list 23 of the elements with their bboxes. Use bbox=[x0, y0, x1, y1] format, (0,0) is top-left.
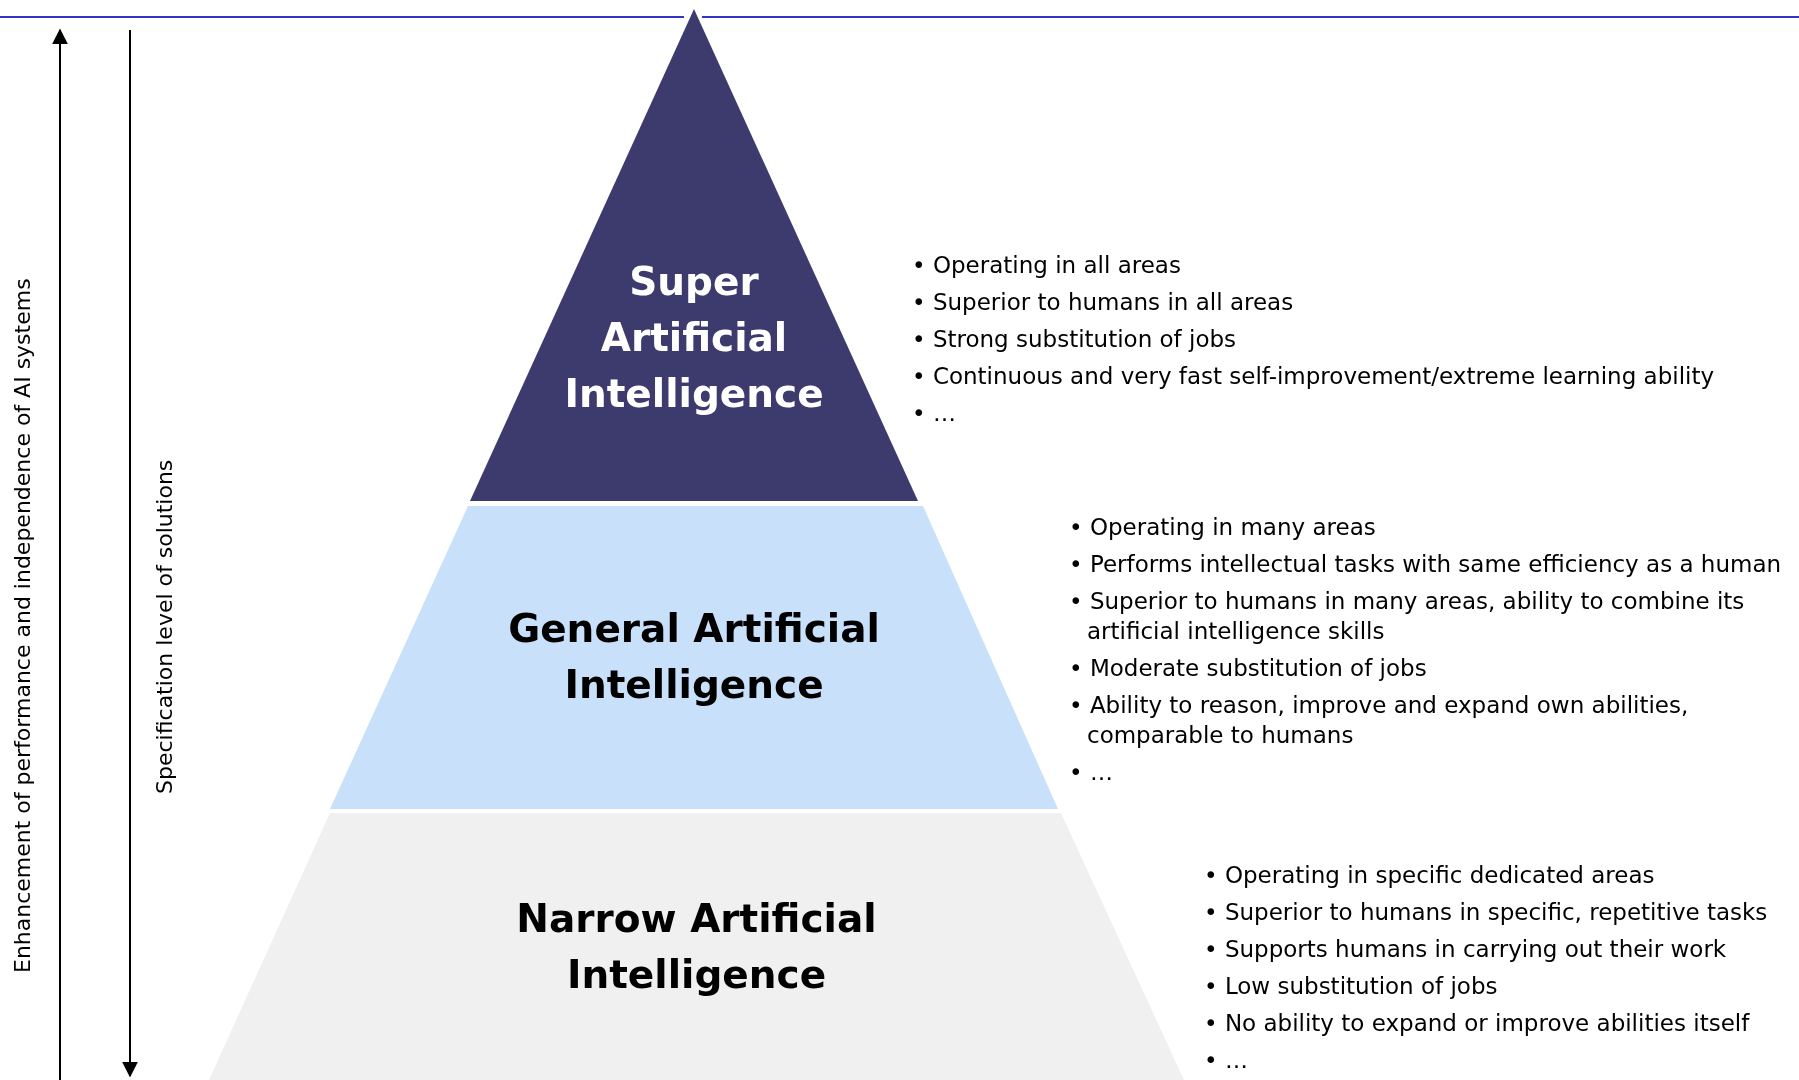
bullet-item: • Superior to humans in all areas bbox=[912, 288, 1295, 317]
tier-title: Super Artificial Intelligence bbox=[563, 258, 825, 418]
bullet-item: • Supports humans in carrying out their work bbox=[1204, 935, 1728, 964]
tier-title: Narrow Artificial Intelligence bbox=[515, 895, 878, 999]
bullet-item: • Operating in many areas bbox=[1069, 513, 1377, 542]
axis-label: Enhancement of performance and independence of AI systems bbox=[10, 277, 35, 976]
bullet-item: • Moderate substitution of jobs bbox=[1069, 654, 1428, 683]
axis-label: Specification level of solutions bbox=[152, 458, 177, 797]
bullet-item: • Operating in all areas bbox=[912, 251, 1182, 280]
bullet-item: • … bbox=[1204, 1046, 1249, 1075]
bullet-item: • No ability to expand or improve abilities itself bbox=[1204, 1009, 1751, 1038]
bullet-item: • Operating in specific dedicated areas bbox=[1204, 861, 1656, 890]
bullet-item: • Ability to reason, improve and expand own abilities, comparable to humans bbox=[1069, 691, 1690, 750]
bullet-item: • … bbox=[1069, 758, 1114, 787]
bullet-item: • Continuous and very fast self-improvement/extreme learning ability bbox=[912, 362, 1716, 391]
bullet-item: • Performs intellectual tasks with same efficiency as a human bbox=[1069, 550, 1783, 579]
bullet-item: • Superior to humans in specific, repetitive tasks bbox=[1204, 898, 1769, 927]
tier-title: General Artificial Intelligence bbox=[507, 605, 881, 709]
bullet-item: • … bbox=[912, 399, 957, 428]
pyramid-tier bbox=[330, 506, 1058, 809]
bullet-item: • Superior to humans in many areas, ability to combine its artificial intelligence skills bbox=[1069, 587, 1746, 646]
bullet-item: • Strong substitution of jobs bbox=[912, 325, 1238, 354]
bullet-item: • Low substitution of jobs bbox=[1204, 972, 1499, 1001]
